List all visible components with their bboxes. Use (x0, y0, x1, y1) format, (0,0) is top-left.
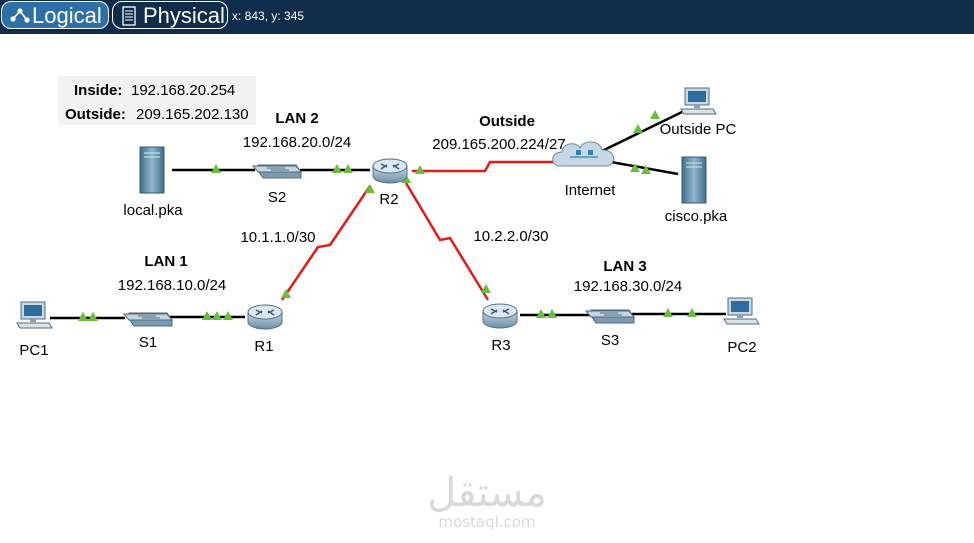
nat-outside-label: Outside: (65, 106, 126, 123)
tab-physical[interactable]: Physical (112, 1, 228, 29)
nat-inside-label: Inside: (74, 82, 122, 99)
topology-canvas[interactable]: مستقل mostaql.com (0, 34, 974, 543)
label-local-server: local.pka (123, 202, 183, 219)
switch-s1-icon[interactable] (123, 312, 173, 327)
nat-inside-value: 192.168.20.254 (131, 82, 235, 99)
internet-cloud-icon[interactable] (552, 141, 615, 167)
label-r1: R1 (254, 338, 273, 355)
switch-s2-icon[interactable] (252, 164, 302, 179)
lan3-title: LAN 3 (603, 258, 646, 275)
lan1-subnet: 192.168.10.0/24 (118, 277, 226, 294)
logical-icon (10, 8, 30, 23)
lan3-subnet: 192.168.30.0/24 (574, 278, 682, 295)
outside-subnet: 209.165.200.224/27 (432, 136, 565, 153)
link-r2-internet[interactable] (412, 160, 572, 173)
tab-logical-label: Logical (32, 3, 102, 28)
watermark-latin: mostaql.com (438, 513, 535, 531)
server-cisco-icon[interactable] (681, 156, 707, 204)
lan2-title: LAN 2 (275, 110, 318, 127)
router-r2-icon[interactable] (372, 158, 408, 184)
link-r2-r3-subnet: 10.2.2.0/30 (473, 228, 548, 245)
toolbar: Logical Physical x: 843, y: 345 (0, 0, 974, 34)
pc2-icon[interactable] (723, 297, 760, 325)
nat-note-box (58, 76, 256, 125)
switch-s3-icon[interactable] (585, 309, 635, 324)
outside-pc-icon[interactable] (680, 87, 717, 115)
physical-icon (122, 6, 136, 26)
label-s2: S2 (268, 189, 286, 206)
router-r1-icon[interactable] (247, 304, 283, 330)
link-r2-r3[interactable] (404, 182, 490, 301)
router-r3-icon[interactable] (482, 303, 518, 329)
watermark-arabic: مستقل (427, 470, 547, 516)
pc1-icon[interactable] (16, 301, 53, 329)
label-r3: R3 (491, 337, 510, 354)
label-outside-pc: Outside PC (660, 121, 737, 138)
server-local-icon[interactable] (139, 146, 165, 194)
link-r1-r2[interactable] (280, 185, 372, 301)
label-r2: R2 (379, 191, 398, 208)
label-cisco-server: cisco.pka (665, 208, 728, 225)
cursor-coordinates: x: 843, y: 345 (232, 9, 305, 23)
lan1-title: LAN 1 (144, 253, 187, 270)
label-internet: Internet (565, 182, 617, 199)
tab-logical[interactable]: Logical (1, 1, 109, 29)
outside-title: Outside (479, 113, 535, 130)
label-s3: S3 (601, 332, 619, 349)
tab-physical-label: Physical (143, 3, 225, 28)
label-pc2: PC2 (727, 339, 756, 356)
label-pc1: PC1 (19, 342, 48, 359)
label-s1: S1 (139, 334, 157, 351)
lan2-subnet: 192.168.20.0/24 (243, 134, 351, 151)
link-r1-r2-subnet: 10.1.1.0/30 (240, 229, 315, 246)
nat-outside-value: 209.165.202.130 (136, 106, 249, 123)
